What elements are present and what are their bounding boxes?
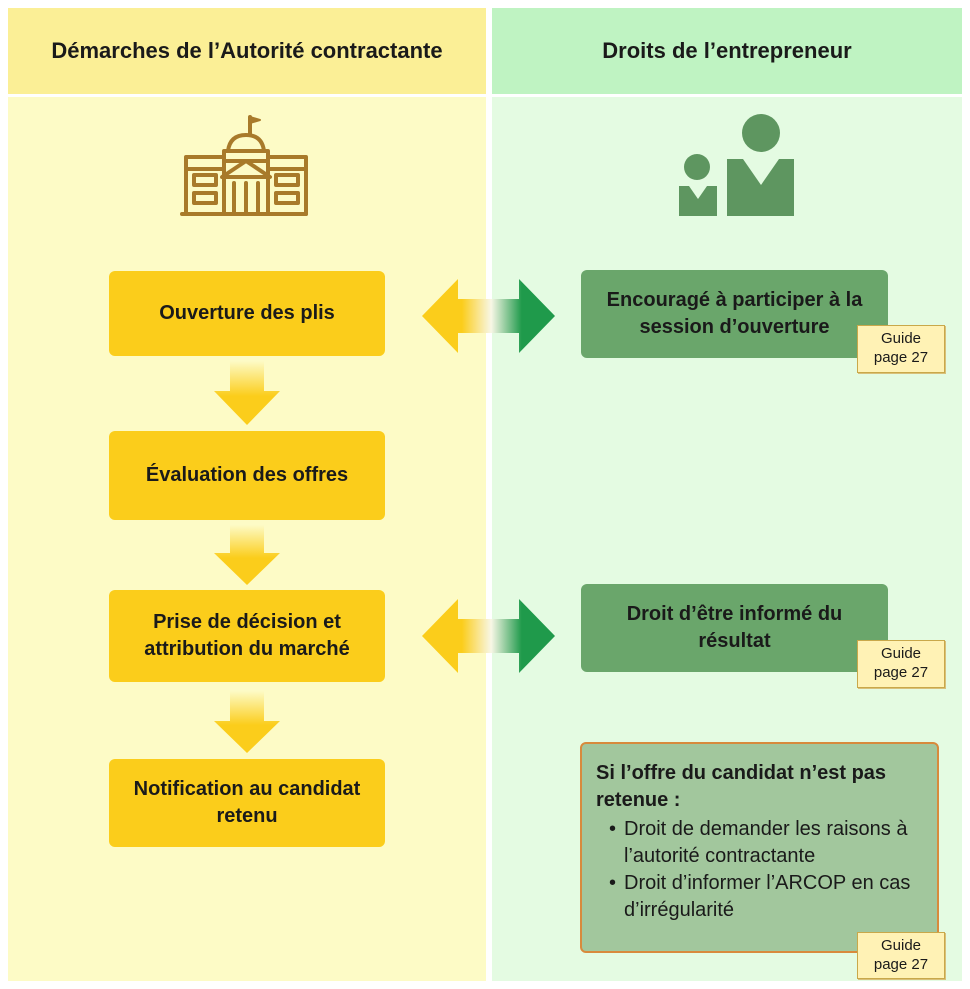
people-icon <box>679 114 794 216</box>
rejected-offer-box: Si l’offre du candidat n’est pas retenue… <box>580 742 939 953</box>
rejected-rights-list: Droit de demander les raisons à l’autori… <box>596 816 923 924</box>
double-arrow-icon <box>422 279 555 353</box>
right-label: Encouragé à participer à la session d’ou… <box>606 289 863 338</box>
right-encourage-participer: Encouragé à participer à la session d’ou… <box>581 270 888 358</box>
step-label: Ouverture des plis <box>159 302 335 324</box>
list-item: Droit d’informer l’ARCOP en cas d’irrégu… <box>596 870 923 924</box>
guide-label: Guide <box>880 645 922 663</box>
right-droit-etre-informe: Droit d’être informé du résultat <box>581 584 888 672</box>
right-label: Droit d’être informé du résultat <box>626 603 843 652</box>
down-arrow-icon <box>214 361 280 425</box>
guide-label: Guide <box>880 330 922 348</box>
guide-label: Guide <box>880 936 922 954</box>
step-label: Prise de décision et attribution du marc… <box>144 611 350 660</box>
rejected-title: Si l’offre du candidat n’est pas retenue… <box>596 762 887 811</box>
government-building-icon <box>180 115 308 216</box>
guide-page: page 27 <box>873 955 929 973</box>
down-arrow-icon <box>214 691 280 753</box>
step-ouverture-des-plis: Ouverture des plis <box>109 271 385 356</box>
guide-tag: Guide page 27 <box>857 932 945 979</box>
header-autorite-contractante: Démarches de l’Autorité contractante <box>8 8 486 94</box>
header-droits-entrepreneur: Droits de l’entrepreneur <box>492 8 962 94</box>
guide-page: page 27 <box>873 664 929 681</box>
header-right-label: Droits de l’entrepreneur <box>602 38 852 63</box>
header-left-label: Démarches de l’Autorité contractante <box>51 38 443 63</box>
step-evaluation-des-offres: Évaluation des offres <box>109 431 385 520</box>
step-label: Évaluation des offres <box>145 464 349 486</box>
step-notification: Notification au candidat retenu <box>109 759 385 847</box>
double-arrow-icon <box>422 599 555 673</box>
step-label: Notification au candidat retenu <box>133 778 361 827</box>
list-item: Droit de demander les raisons à l’autori… <box>596 816 923 870</box>
guide-tag: Guide page 27 <box>857 325 945 373</box>
guide-tag: Guide page 27 <box>857 640 945 688</box>
step-prise-de-decision: Prise de décision et attribution du marc… <box>109 590 385 682</box>
guide-page: page 27 <box>873 349 929 366</box>
down-arrow-icon <box>214 525 280 585</box>
